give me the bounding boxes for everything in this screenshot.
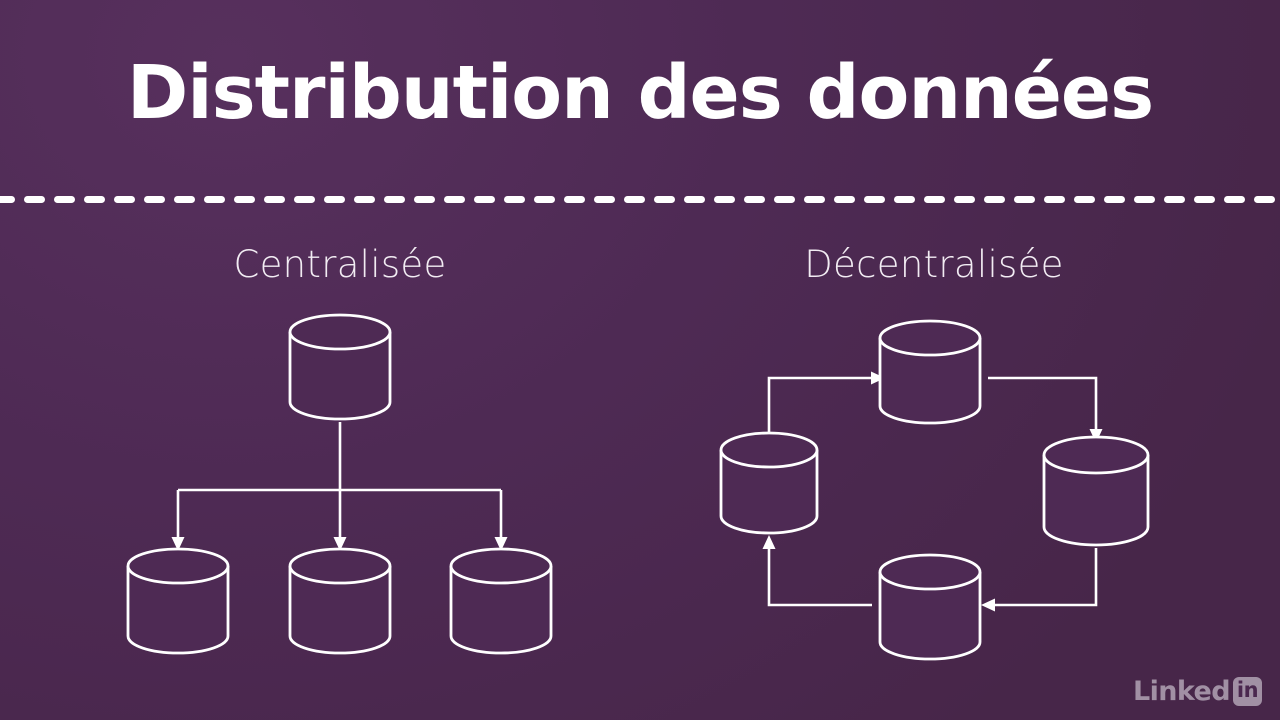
divider-dash — [804, 196, 825, 203]
divider-dash — [1134, 196, 1155, 203]
divider-dash — [1254, 196, 1275, 203]
edge-left-to-top — [769, 378, 872, 433]
divider-dash — [894, 196, 915, 203]
node-leaf-database-2 — [290, 549, 390, 653]
edge-top-to-right — [988, 378, 1096, 430]
divider-dash — [354, 196, 375, 203]
divider-dash — [204, 196, 225, 203]
divider-dash — [684, 196, 705, 203]
arrowhead-top — [871, 371, 885, 385]
divider-dash — [864, 196, 885, 203]
divider-dash — [1194, 196, 1215, 203]
arrowhead-leaf-1 — [171, 537, 185, 551]
divider-dash — [174, 196, 195, 203]
edge-group-decentralisee — [769, 378, 1096, 605]
edge-group-centralisee — [178, 422, 501, 538]
node-ring-database-left — [721, 433, 817, 533]
divider-dash — [0, 196, 15, 203]
edge-right-to-bottom — [994, 548, 1096, 605]
divider-dash — [24, 196, 45, 203]
arrowhead-left — [762, 535, 776, 549]
arrowhead-group-centralisee — [171, 537, 508, 551]
arrowhead-leaf-3 — [494, 537, 508, 551]
divider-dash — [1104, 196, 1125, 203]
divider-dash — [984, 196, 1005, 203]
divider-dash — [264, 196, 285, 203]
divider-dash — [324, 196, 345, 203]
divider-dash — [564, 196, 585, 203]
linkedin-in-badge-icon: in — [1233, 677, 1262, 706]
divider-dash — [144, 196, 165, 203]
page-title: Distribution des données — [126, 50, 1154, 136]
divider-dash — [774, 196, 795, 203]
divider-dash — [294, 196, 315, 203]
divider-dash — [714, 196, 735, 203]
node-ring-database-right — [1044, 437, 1148, 545]
divider-dash — [954, 196, 975, 203]
divider-dash — [624, 196, 645, 203]
divider-dash — [444, 196, 465, 203]
divider-dash — [1224, 196, 1245, 203]
divider-dash — [474, 196, 495, 203]
divider-dash — [744, 196, 765, 203]
arrowhead-leaf-2 — [333, 537, 347, 551]
edge-bottom-to-left — [769, 548, 872, 605]
divider-dash — [414, 196, 435, 203]
divider-dash — [114, 196, 135, 203]
divider-dash — [384, 196, 405, 203]
node-ring-database-top — [880, 321, 980, 423]
divider-dash — [1044, 196, 1065, 203]
divider-dash — [234, 196, 255, 203]
node-root-database — [290, 315, 390, 419]
node-leaf-database-3 — [451, 549, 551, 653]
section-label-centralisee: Centralisée — [233, 243, 447, 286]
divider-dash — [504, 196, 525, 203]
node-ring-database-bottom — [880, 555, 980, 659]
section-label-decentralisee: Décentralisée — [804, 243, 1064, 286]
linkedin-logo: Linked in — [1133, 677, 1262, 706]
divider-dash — [84, 196, 105, 203]
linkedin-wordmark: Linked — [1133, 676, 1231, 707]
divider-dash — [654, 196, 675, 203]
divider-dash — [54, 196, 75, 203]
node-leaf-database-1 — [128, 549, 228, 653]
diagram-decentralisee — [721, 321, 1148, 659]
arrowhead-bottom — [981, 598, 995, 612]
divider-dash — [1074, 196, 1095, 203]
dashed-divider — [0, 196, 1280, 203]
diagram-centralisee — [128, 315, 551, 653]
divider-dash — [594, 196, 615, 203]
divider-dash — [534, 196, 555, 203]
divider-dash — [1164, 196, 1185, 203]
divider-dash — [924, 196, 945, 203]
divider-dash — [834, 196, 855, 203]
divider-dash — [1014, 196, 1035, 203]
